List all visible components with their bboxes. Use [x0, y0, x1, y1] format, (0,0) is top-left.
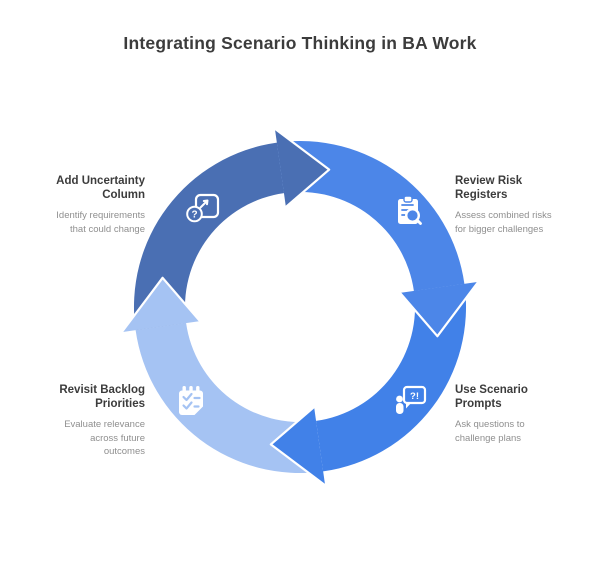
ring-arrowhead-outline [398, 280, 480, 338]
step-description: Ask questions to challenge plans [455, 419, 525, 444]
ring-icons: ? ?! [179, 193, 427, 415]
ring-segment-top-left [133, 142, 284, 331]
ring-arrowhead-outline [269, 405, 327, 487]
step-description: Assess combined risks for bigger challen… [455, 210, 552, 235]
ring-arrowhead-bottom-right [270, 407, 326, 486]
clipboard-search-icon [398, 195, 422, 225]
ring-arrowhead-bottom-left [121, 277, 200, 333]
ring-arrowhead-top-left [274, 128, 330, 207]
step-description: Identify requirements that could change [56, 210, 145, 235]
step-title: Review Risk Registers [455, 175, 523, 201]
uncertainty-chart-icon: ? [186, 193, 220, 223]
step-title: Revisit Backlog Priorities [59, 384, 145, 410]
step-label-revisit-backlog-priorities: Revisit Backlog Priorities Evaluate rele… [49, 384, 145, 459]
ring-segment-bottom-right [316, 283, 467, 472]
svg-text:?!: ?! [410, 391, 419, 402]
svg-text:?: ? [191, 210, 197, 221]
ring-arrowhead-top-right [400, 281, 479, 337]
ring-arrows [120, 127, 480, 487]
step-description: Evaluate relevance across future outcome… [64, 419, 145, 458]
step-label-add-uncertainty-column: Add Uncertainty Column Identify requirem… [43, 175, 145, 236]
backlog-checklist-icon [179, 386, 203, 415]
scenario-prompt-icon: ?! [396, 385, 427, 414]
step-title: Use Scenario Prompts [455, 384, 528, 410]
step-title: Add Uncertainty Column [56, 175, 145, 201]
ring-segment-top-right [276, 140, 465, 291]
ring-segments [133, 140, 467, 474]
step-label-use-scenario-prompts: Use Scenario Prompts Ask questions to ch… [455, 384, 557, 445]
ring-arrowhead-outline [120, 276, 202, 334]
ring-segment-bottom-left [135, 323, 324, 474]
step-label-review-risk-registers: Review Risk Registers Assess combined ri… [455, 175, 559, 236]
ring-arrowhead-outline [273, 127, 331, 209]
page-title: Integrating Scenario Thinking in BA Work [123, 33, 477, 53]
